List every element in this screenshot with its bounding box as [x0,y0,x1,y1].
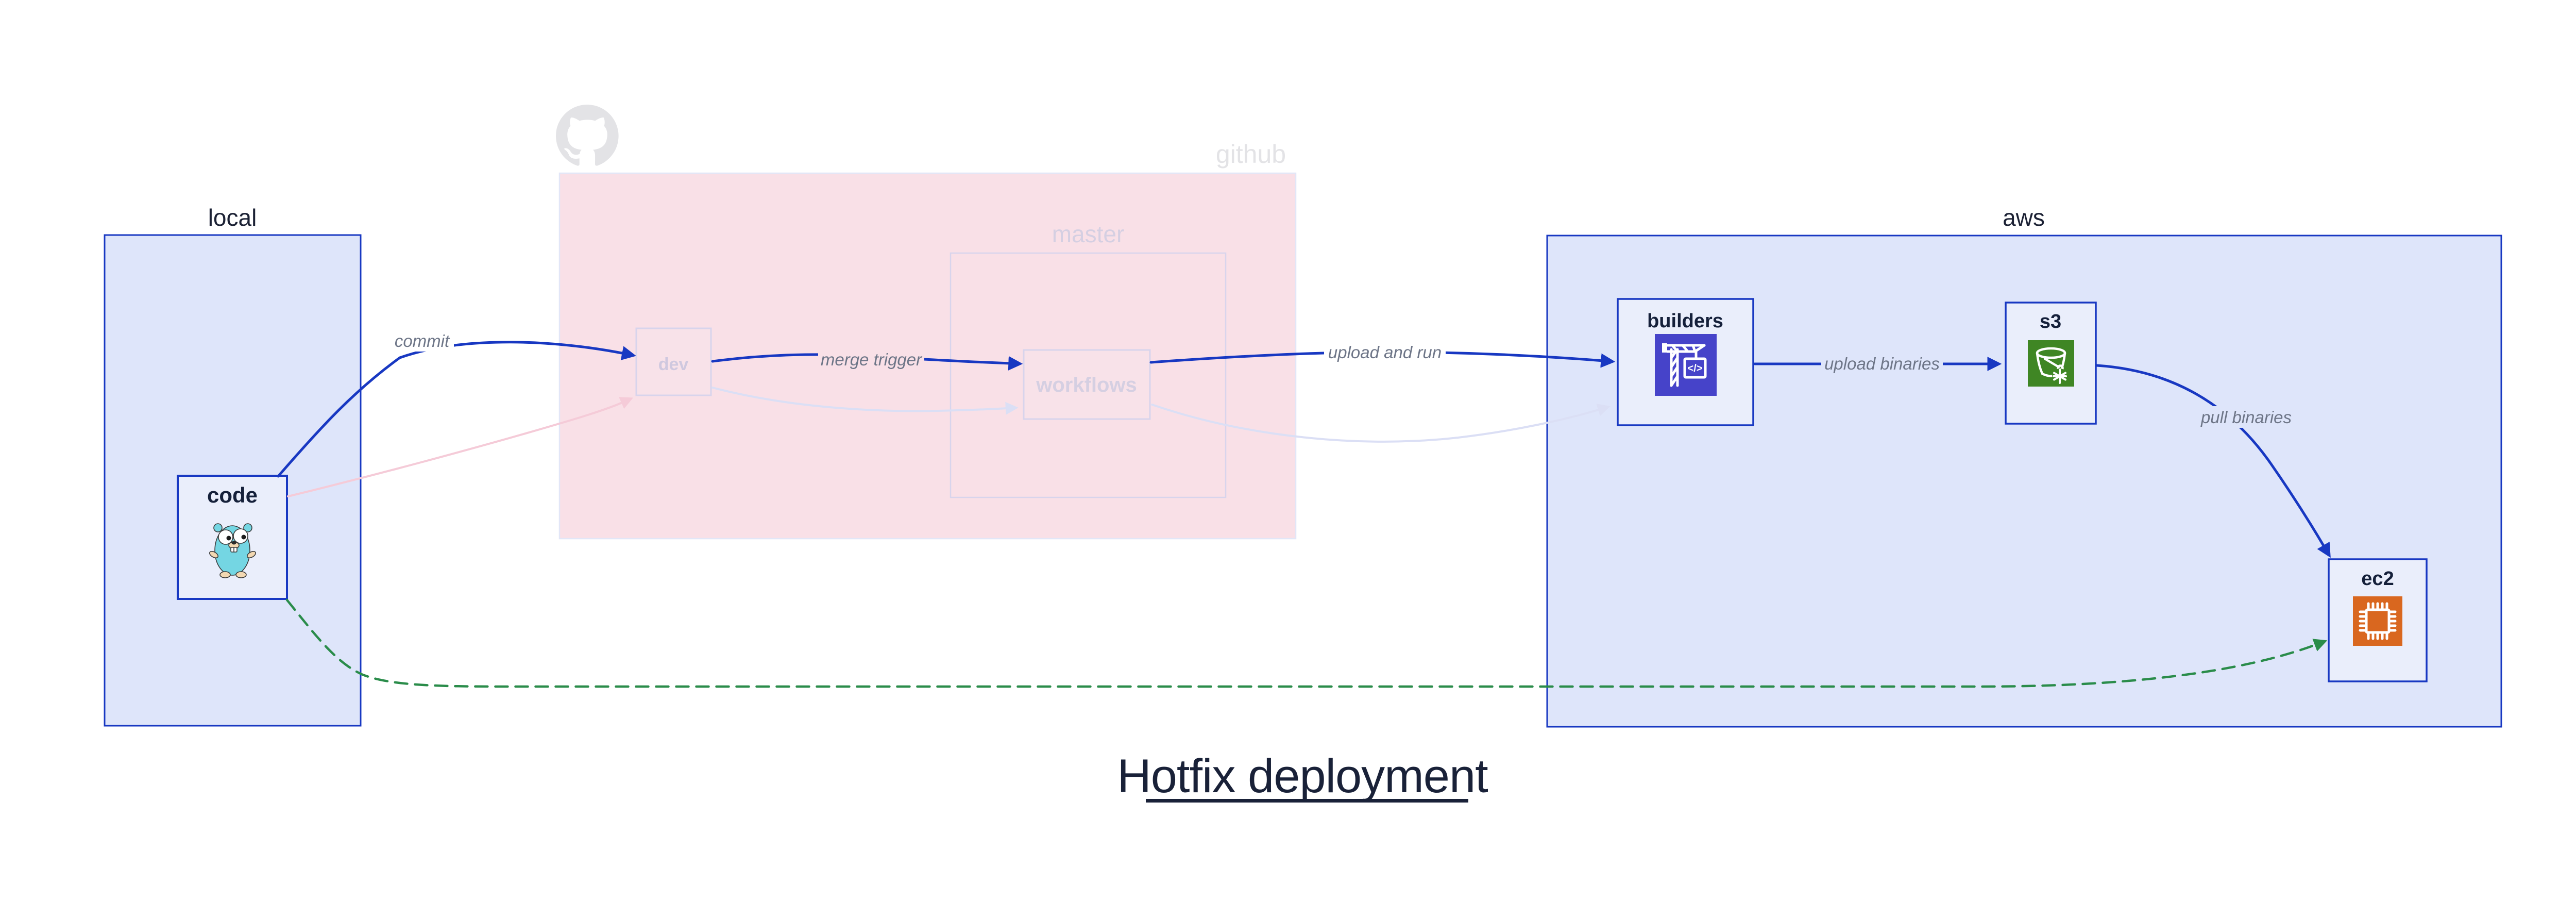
aws-group: aws builders </> [1546,204,2502,728]
edge-label-merge-trigger: merge trigger [818,348,924,370]
edge-label-text: upload and run [1328,343,1442,362]
edge-label-pull-binaries: pull binaries [2194,406,2299,428]
edge-code-to-dev-faded [287,397,634,497]
builders-icon-glyph: </> [1688,363,1703,374]
edge-label-text: commit [395,331,450,350]
edge-label-text: merge trigger [821,350,923,369]
node-workflows: workflows [1023,349,1151,420]
s3-node-label: s3 [2040,311,2061,332]
local-group: local code [104,204,362,727]
edge-label-text: upload binaries [1824,354,1940,373]
edge-label-bg [818,348,924,370]
edge-code-to-ec2-hotfix [285,598,2328,688]
master-group-box [950,252,1227,498]
dev-node-label: dev [658,355,689,374]
edge-commit [277,341,636,478]
edge-label-bg [2194,406,2299,428]
edge-label-upload-and-run: upload and run [1324,341,1446,363]
edge-label-bg [1821,353,1943,374]
edge-pull-binaries [2095,364,2331,558]
master-group: master [950,221,1227,498]
builders-node-label: builders [1647,310,1723,332]
node-ec2: ec2 [2328,558,2428,682]
go-gopher-icon [209,523,256,578]
edge-label-upload-binaries: upload binaries [1821,353,1943,374]
dev-node-box [635,327,712,396]
edge-label-commit: commit [390,330,454,352]
node-builders: builders </> [1617,298,1754,426]
master-group-label: master [1052,221,1125,247]
s3-bucket-icon [2028,340,2074,387]
local-group-label: local [208,204,257,231]
edge-label-text: pull binaries [2200,408,2292,427]
codebuild-crane-icon: </> [1655,334,1717,396]
diagram-title: Hotfix deployment [1117,750,1488,803]
code-node-label: code [207,483,258,507]
aws-group-label: aws [2003,204,2045,231]
edge-label-bg [390,330,454,352]
edge-dev-to-workflows-faded [711,387,1019,415]
workflows-node-label: workflows [1036,374,1137,396]
ec2-chip-icon [2353,596,2402,646]
edge-label-bg [1324,341,1446,363]
ec2-node-label: ec2 [2361,568,2394,590]
edge-workflows-to-builders-faded [1151,404,1611,443]
title-underline [1146,799,1468,803]
node-dev: dev [635,327,712,396]
node-code: code [177,475,288,600]
github-group-label: github [1216,140,1286,169]
github-octocat-icon [556,105,619,166]
node-s3: s3 [2005,302,2097,425]
github-group: github master dev workflows [556,105,1297,540]
workflows-node-box [1023,349,1151,420]
